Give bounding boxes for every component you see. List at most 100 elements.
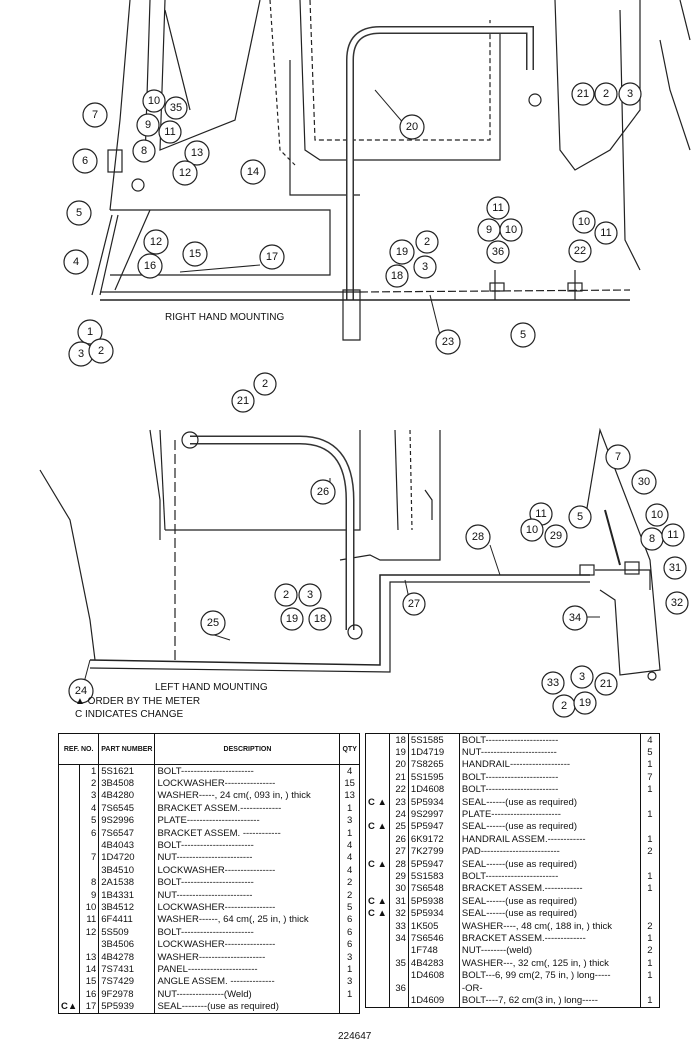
parts-diagram: 7 10 35 9 11 13 6 8 12 14 5 12 15 4 16 1… <box>39 0 691 718</box>
cell-ref: 2 <box>79 777 99 790</box>
cell-pn: 5S509 <box>98 926 155 939</box>
cell-mk: C ▲ <box>365 895 390 908</box>
callout-15: 15 <box>182 241 208 267</box>
cell-pn: 6K9172 <box>407 833 460 846</box>
svg-text:22: 22 <box>574 245 586 257</box>
cell-qty: 15 <box>339 777 360 790</box>
cell-mk <box>57 950 80 964</box>
cell-mk <box>57 851 80 865</box>
cell-qty: 1 <box>639 808 660 821</box>
callout-2: 2 <box>88 338 114 364</box>
cell-desc: BOLT----------------------- <box>154 876 340 889</box>
cell-qty: 1 <box>639 758 660 772</box>
callout-20: 20 <box>399 114 425 140</box>
cell-mk <box>365 969 390 982</box>
callout-23: 23 <box>435 329 461 355</box>
cell-pn: 5S1621 <box>98 764 155 778</box>
col-ref: REF. NO. <box>57 733 100 765</box>
cell-pn <box>407 981 460 995</box>
cell-mk <box>57 802 80 815</box>
cell-desc: NUT---------------(Weld) <box>154 988 340 1001</box>
cell-mk <box>57 839 80 852</box>
svg-text:19: 19 <box>579 697 591 709</box>
callout-12b: 12 <box>143 229 169 255</box>
legend-order-by-meter: ▲ ORDER BY THE METER <box>75 696 201 707</box>
cell-qty: 1 <box>339 802 360 815</box>
cell-ref: 14 <box>79 963 99 976</box>
cell-ref: 19 <box>388 746 409 759</box>
cell-ref: 8 <box>79 876 99 889</box>
cell-ref: 32 <box>388 907 409 920</box>
cell-pn: 3B4512 <box>98 901 155 914</box>
callout-6: 6 <box>72 148 98 174</box>
svg-text:35: 35 <box>170 102 182 114</box>
cell-pn: 5P5939 <box>98 1000 155 1014</box>
callout-22: 22 <box>568 239 592 263</box>
callout-36: 36 <box>486 240 510 264</box>
cell-qty: 2 <box>639 845 660 858</box>
callout-2c: 2 <box>415 230 439 254</box>
svg-text:10: 10 <box>505 224 517 236</box>
table-row: 36 -OR- <box>365 981 660 995</box>
cell-desc: BOLT---6, 99 cm(2, 75 in, ) long----- <box>458 969 641 982</box>
svg-text:14: 14 <box>247 166 259 178</box>
cell-desc: SEAL------(use as required) <box>458 857 641 871</box>
cell-qty: 4 <box>339 864 360 877</box>
cell-mk <box>57 789 80 803</box>
cell-ref: 4 <box>79 802 99 815</box>
cell-qty: 5 <box>339 901 360 914</box>
svg-text:2: 2 <box>603 88 609 100</box>
cell-mk <box>57 764 80 778</box>
callout-3b: 3 <box>618 82 642 106</box>
svg-text:4: 4 <box>73 256 79 268</box>
table-row: 1F748 NUT--------(weld)2 <box>365 944 660 958</box>
cell-desc: NUT------------------------ <box>154 851 340 865</box>
cell-ref: 5 <box>79 814 99 827</box>
cell-pn: 9S2996 <box>98 814 155 827</box>
cell-mk: C▲ <box>57 1000 80 1014</box>
cell-desc: WASHER----, 48 cm(, 188 in, ) thick <box>458 919 641 933</box>
cell-desc: HANDRAIL------------------- <box>458 758 641 772</box>
callout-2d: 2 <box>253 372 277 396</box>
svg-text:8: 8 <box>141 145 147 157</box>
col-part-number: PART NUMBER <box>98 733 156 765</box>
cell-qty: 4 <box>339 764 360 778</box>
svg-text:19: 19 <box>286 613 298 625</box>
svg-text:16: 16 <box>144 260 156 272</box>
callout-11b: 11 <box>486 196 510 220</box>
svg-text:8: 8 <box>649 533 655 545</box>
cell-ref: 31 <box>388 895 409 908</box>
callout-27: 27 <box>402 592 426 616</box>
cell-ref: 35 <box>388 957 409 970</box>
cell-qty: 2 <box>639 944 660 958</box>
cell-desc: BOLT----7, 62 cm(3 in, ) long----- <box>458 994 641 1008</box>
callout-2e: 2 <box>274 583 298 607</box>
callout-19: 19 <box>389 239 415 265</box>
cell-desc: SEAL------(use as required) <box>458 895 641 908</box>
callout-25: 25 <box>200 610 226 636</box>
svg-text:2: 2 <box>98 345 104 357</box>
cell-qty: 1 <box>639 833 660 846</box>
svg-text:21: 21 <box>577 88 589 100</box>
svg-text:3: 3 <box>627 88 633 100</box>
cell-ref <box>79 839 99 852</box>
callout-16: 16 <box>137 253 163 279</box>
cell-desc: WASHER---, 32 cm(, 125 in, ) thick <box>458 957 641 970</box>
cell-mk <box>57 876 80 889</box>
cell-desc: LOCKWASHER---------------- <box>154 901 340 914</box>
callout-3e: 3 <box>570 665 594 689</box>
